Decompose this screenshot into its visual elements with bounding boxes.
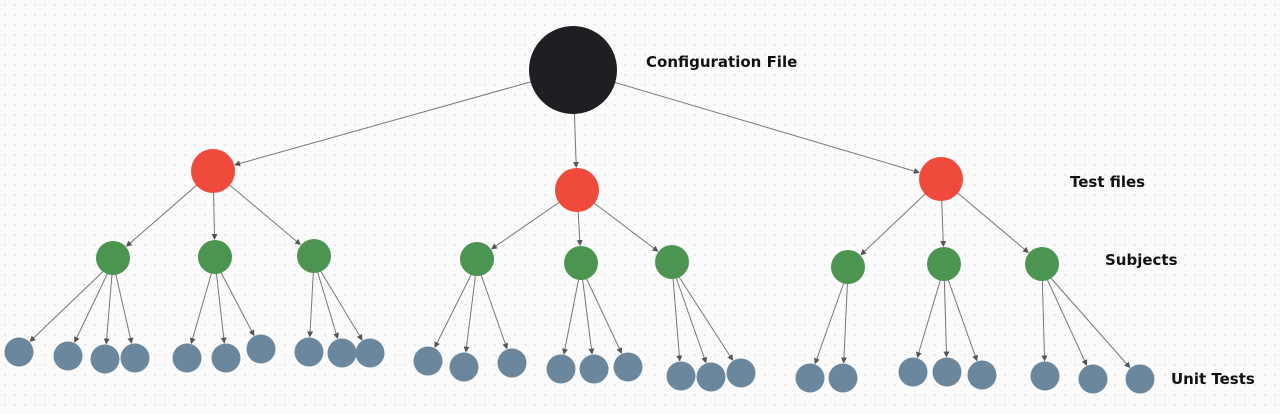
subject-node[interactable]: [198, 240, 232, 274]
edge-subject-to-unit-test: [580, 266, 595, 355]
unit-test-node[interactable]: [828, 363, 858, 393]
edge-config-to-test-file: [234, 80, 533, 167]
test-file-node[interactable]: [555, 168, 599, 212]
unit-test-node[interactable]: [246, 334, 276, 364]
edge-config-to-test-file: [613, 81, 920, 174]
edge-subject-to-unit-test: [943, 267, 950, 358]
subject-node[interactable]: [927, 247, 961, 281]
subject-node[interactable]: [96, 241, 130, 275]
edge-subject-to-unit-test: [434, 262, 478, 349]
unit-test-node[interactable]: [90, 344, 120, 374]
unit-test-node[interactable]: [211, 343, 241, 373]
edge-subject-to-unit-test: [214, 260, 255, 337]
edge-subject-to-unit-test: [189, 260, 216, 345]
edge-subject-to-unit-test: [840, 270, 849, 364]
unit-test-node[interactable]: [497, 348, 527, 378]
edge-subject-to-unit-test: [112, 261, 134, 344]
edge-subject-to-unit-test: [313, 259, 339, 340]
unit-test-node[interactable]: [967, 360, 997, 390]
edge-subject-to-unit-test: [580, 266, 622, 354]
unit-test-node[interactable]: [294, 337, 324, 367]
edge-subject-to-unit-test: [74, 261, 114, 343]
edge-subject-to-unit-test: [103, 261, 114, 345]
unit-test-node[interactable]: [726, 358, 756, 388]
unit-test-node[interactable]: [355, 338, 385, 368]
edge-subject-to-unit-test: [313, 259, 363, 341]
unit-test-node[interactable]: [546, 354, 576, 384]
unit-test-node[interactable]: [327, 338, 357, 368]
unit-test-node[interactable]: [1030, 361, 1060, 391]
subject-node[interactable]: [655, 245, 689, 279]
test-file-node[interactable]: [191, 149, 235, 193]
edge-subject-to-unit-test: [943, 267, 978, 362]
test-file-node[interactable]: [919, 157, 963, 201]
unit-test-node[interactable]: [795, 363, 825, 393]
subject-node[interactable]: [1025, 247, 1059, 281]
edge-subject-to-unit-test: [814, 270, 849, 365]
unit-test-node[interactable]: [4, 337, 34, 367]
unit-test-node[interactable]: [1125, 364, 1155, 394]
unit-test-node[interactable]: [613, 352, 643, 382]
subject-node[interactable]: [297, 239, 331, 273]
edge-subject-to-unit-test: [1041, 267, 1048, 362]
subject-node[interactable]: [564, 246, 598, 280]
unit-test-node[interactable]: [696, 362, 726, 392]
configuration-file-node[interactable]: [529, 26, 617, 114]
subject-node[interactable]: [460, 242, 494, 276]
nodes-group: [4, 26, 1155, 394]
edge-subject-to-unit-test: [915, 267, 945, 359]
configuration-file-label: Configuration File: [646, 53, 798, 71]
subject-node[interactable]: [831, 250, 865, 284]
edge-subject-to-unit-test: [671, 265, 683, 362]
edges-group: [29, 80, 1131, 369]
edge-subject-to-unit-test: [476, 262, 509, 350]
subjects-label: Subjects: [1105, 251, 1178, 269]
unit-test-node[interactable]: [53, 341, 83, 371]
unit-test-node[interactable]: [932, 357, 962, 387]
edge-subject-to-unit-test: [1041, 267, 1088, 366]
edge-subject-to-unit-test: [671, 265, 734, 361]
unit-test-node[interactable]: [1078, 364, 1108, 394]
edge-subject-to-unit-test: [671, 265, 708, 364]
unit-test-node[interactable]: [666, 361, 696, 391]
unit-test-node[interactable]: [413, 346, 443, 376]
unit-test-node[interactable]: [172, 343, 202, 373]
edge-config-to-test-file: [573, 111, 580, 169]
unit-test-node[interactable]: [898, 357, 928, 387]
edge-subject-to-unit-test: [29, 261, 114, 342]
unit-test-node[interactable]: [120, 343, 150, 373]
edge-subject-to-unit-test: [463, 262, 478, 353]
test-files-label: Test files: [1070, 173, 1146, 191]
edge-subject-to-unit-test: [562, 266, 582, 355]
edge-subject-to-unit-test: [1041, 267, 1131, 369]
edge-subject-to-unit-test: [214, 260, 227, 344]
unit-test-node[interactable]: [579, 354, 609, 384]
unit-tests-label: Unit Tests: [1171, 370, 1255, 388]
unit-test-node[interactable]: [449, 352, 479, 382]
